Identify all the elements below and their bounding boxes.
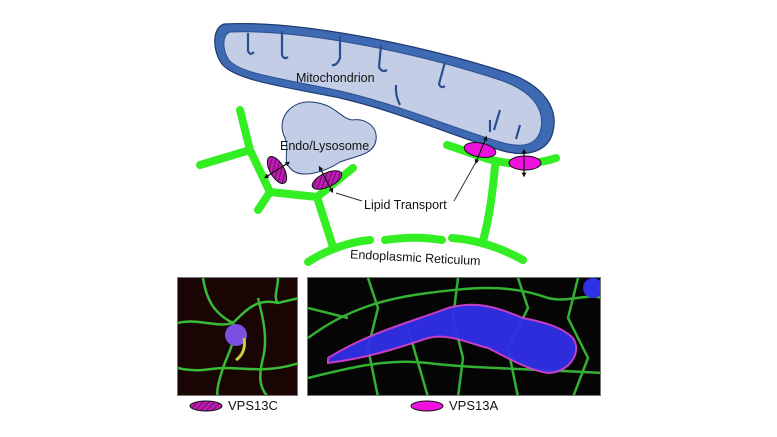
endolysosome: Endo/Lysosome <box>280 101 377 175</box>
vps13c-left <box>263 156 291 184</box>
lipid-transport-pointers <box>335 161 477 202</box>
endolysosome-label: Endo/Lysosome <box>280 139 369 153</box>
mitochondrion-label: Mitochondrion <box>296 71 375 85</box>
vps13a-left <box>463 135 497 165</box>
hatched-ellipse-icon <box>189 400 223 411</box>
micrograph-vps13c <box>177 277 298 396</box>
er-label: Endoplasmic Reticulum <box>350 247 481 268</box>
vps13a-right <box>508 148 542 178</box>
mitochondrion: Mitochondrion <box>214 22 555 155</box>
legend-vps13c: VPS13C <box>188 398 278 413</box>
lipid-transport-label: Lipid Transport <box>364 198 447 212</box>
legend-label: VPS13C <box>228 398 278 413</box>
micrograph-vps13a <box>307 277 601 396</box>
solid-ellipse-icon <box>410 400 444 411</box>
legend-label: VPS13A <box>449 398 499 413</box>
vps13c-right <box>311 165 343 194</box>
legend-vps13a: VPS13A <box>409 398 498 413</box>
